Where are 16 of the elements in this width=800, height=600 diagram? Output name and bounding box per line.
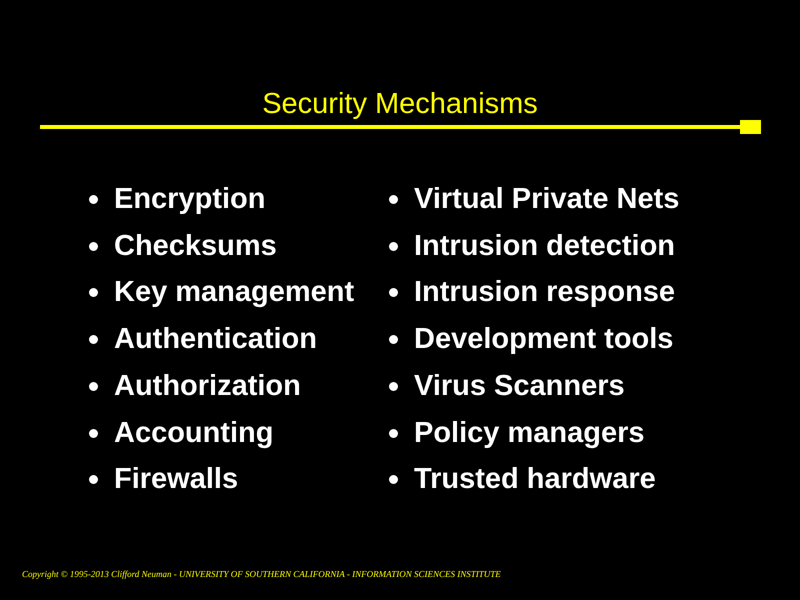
- list-item: Key management: [114, 275, 354, 310]
- list-item: Firewalls: [114, 462, 238, 496]
- slide-title: Security Mechanisms: [261, 87, 539, 122]
- list-item: Intrusion detection: [414, 228, 675, 263]
- list-item: Encryption: [114, 182, 266, 216]
- list-item: Virus Scanners: [414, 368, 625, 403]
- list-item: Policy managers: [414, 416, 644, 450]
- list-item: Virtual Private Nets: [414, 182, 680, 216]
- list-item: Authentication: [114, 322, 317, 356]
- list-item: Intrusion response: [414, 275, 676, 310]
- list-item: Checksums: [114, 228, 277, 263]
- list-item: Accounting: [114, 416, 274, 450]
- copyright-footer: Copyright © 1995-2013 Clifford Neuman - UNIVERSITY OF SOUTHERN CALIFORNIA - INFORMATION SCIENCES INSTITUTE: [22, 569, 501, 579]
- list-item: Trusted hardware: [414, 462, 656, 496]
- list-item: Authorization: [114, 368, 301, 403]
- list-item: Development tools: [414, 322, 674, 356]
